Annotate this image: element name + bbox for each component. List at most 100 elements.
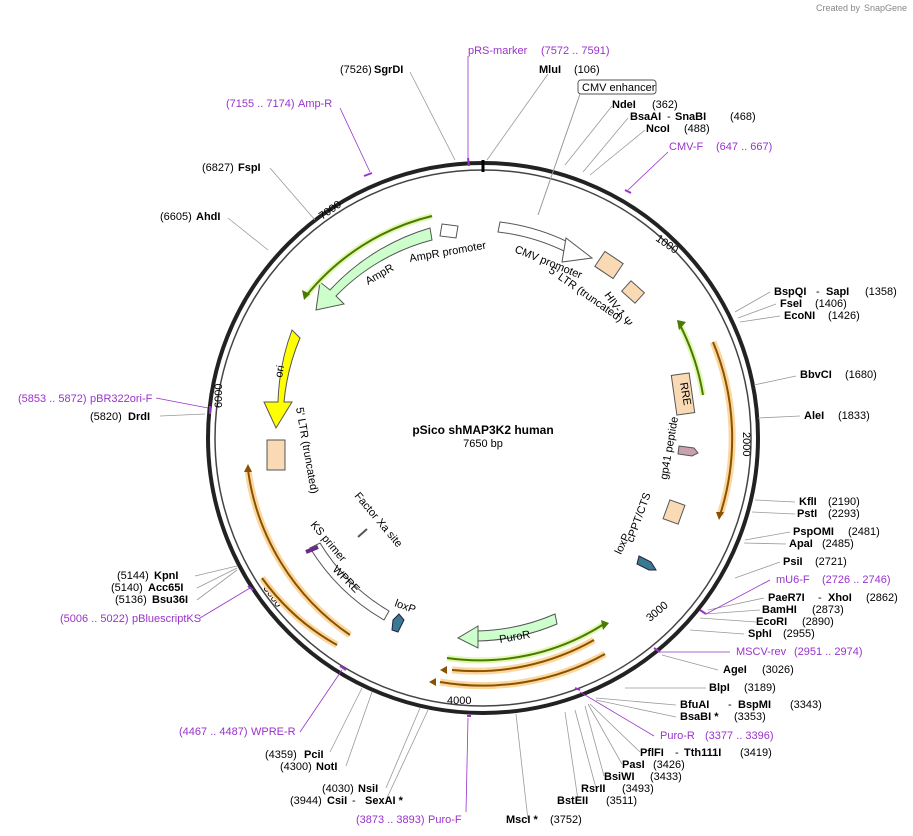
site-apai: ApaI — [789, 538, 813, 550]
site-pspomi: PspOMI — [793, 526, 834, 538]
cmv-promoter-arrow — [497, 221, 569, 253]
site-sexai: SexAI * — [365, 795, 404, 807]
primer-mark-cmvf — [624, 189, 632, 194]
primer-mscv-range: (2951 .. 2974) — [794, 646, 863, 658]
orange-arc-left2 — [261, 577, 338, 646]
cmv-promoter-head — [561, 237, 594, 263]
site-ndei-pos: (362) — [652, 99, 678, 111]
site-bfuai: BfuAI — [680, 699, 709, 711]
site-alei: AleI — [804, 410, 824, 422]
primer-purof: Puro-F — [428, 814, 462, 826]
green-arc-right-head — [677, 320, 686, 330]
orange-arc-right — [712, 341, 734, 516]
site-ndei: NdeI — [612, 99, 636, 111]
site-sapi: SapI — [826, 286, 849, 298]
site-paer7i: PaeR7I — [768, 592, 805, 604]
primer-wpre-range: (4467 .. 4487) — [179, 726, 248, 738]
wpre-arrow — [309, 542, 390, 621]
site-sgrdi: SgrDI — [374, 64, 403, 76]
site-sphi-pos: (2955) — [783, 628, 815, 640]
rre-box — [670, 372, 696, 416]
ampr-outer-arc — [305, 215, 433, 297]
site-mlui: MluI — [539, 64, 561, 76]
site-bsteii: BstEII — [557, 795, 588, 807]
site-mlui-pos: (106) — [574, 64, 600, 76]
site-noti: NotI — [316, 761, 337, 773]
site-bsaai-pos: (468) — [730, 111, 756, 123]
ampr-arrow — [315, 227, 433, 311]
puror-arrow-head — [456, 625, 479, 649]
site-msci-pos: (3752) — [550, 814, 582, 826]
ltr5-top-box — [594, 250, 624, 280]
primer-pbks-range: (5006 .. 5022) — [60, 613, 129, 625]
loxp-left-shape — [391, 613, 405, 633]
site-bamhi: BamHI — [762, 604, 797, 616]
site-bspqi-pos: (1358) — [865, 286, 897, 298]
primer-wpre: WPRE-R — [251, 726, 296, 738]
site-kpni-pos: (5144) — [117, 570, 149, 582]
site-bsiwi-pos: (3433) — [650, 771, 682, 783]
orange-arc-bottom1 — [451, 639, 595, 673]
factor-xa-label: Factor Xa site — [352, 490, 405, 550]
site-bsaai-sep: - — [667, 111, 671, 123]
ori-label: ori — [273, 364, 287, 378]
primer-pbr-range: (5853 .. 5872) — [18, 393, 87, 405]
site-pflfi: PflFI — [640, 747, 664, 759]
primer-cmvf: CMV-F — [669, 141, 704, 153]
site-bsiwi: BsiWI — [604, 771, 635, 783]
gp41-label: gp41 peptide — [658, 416, 681, 481]
orange-arc-right-head — [716, 512, 724, 520]
site-msci: MscI * — [506, 814, 539, 826]
site-tth111i: Tth111I — [684, 747, 721, 759]
site-pasi-pos: (3426) — [653, 759, 685, 771]
primer-mu6f: mU6-F — [776, 574, 810, 586]
site-acc65i-pos: (5140) — [111, 582, 143, 594]
map-title: pSico shMAP3K2 human — [412, 423, 553, 437]
site-fspi: FspI — [238, 162, 261, 174]
site-ahdi-pos: (6605) — [160, 211, 192, 223]
primer-labels: pRS-marker (7572 .. 7591) (7155 .. 7174)… — [18, 45, 891, 826]
primer-purof-range: (3873 .. 3893) — [356, 814, 425, 826]
primer-mark-prs — [467, 157, 470, 167]
primer-mscv: MSCV-rev — [736, 646, 787, 658]
site-pcii: PciI — [304, 749, 324, 761]
site-bbvci-pos: (1680) — [845, 369, 877, 381]
site-econi-pos: (1426) — [828, 310, 860, 322]
site-pflfi-pos: (3419) — [740, 747, 772, 759]
site-paer7i-pos: (2862) — [866, 592, 898, 604]
site-blpi-pos: (3189) — [744, 682, 776, 694]
site-acc65i: Acc65I — [148, 582, 183, 594]
site-agei-pos: (3026) — [762, 664, 794, 676]
site-pasi: PasI — [622, 759, 645, 771]
site-bspqi: BspQI — [774, 286, 806, 298]
site-nsii-pos: (4030) — [322, 783, 354, 795]
site-bspmi: BspMI — [738, 699, 771, 711]
site-psii-pos: (2721) — [815, 556, 847, 568]
site-noti-pos: (4300) — [280, 761, 312, 773]
orange-arc-bottom1-head — [440, 666, 447, 674]
site-bsaai: BsaAI — [630, 111, 661, 123]
primer-mark-pbks — [247, 585, 254, 591]
site-bsu36i: Bsu36I — [152, 594, 188, 606]
green-arc-right — [679, 324, 704, 396]
orange-arc-bottom2 — [439, 653, 606, 687]
loxp-right-shape — [636, 555, 657, 571]
primer-prs-marker-range: (7572 .. 7591) — [541, 45, 610, 57]
site-kfli: KflI — [799, 496, 817, 508]
site-bfuai-sep: - — [728, 699, 732, 711]
site-csii: CsiI — [327, 795, 347, 807]
site-bfuai-pos: (3343) — [790, 699, 822, 711]
site-alei-pos: (1833) — [838, 410, 870, 422]
rre-label: RRE — [677, 381, 693, 406]
ampr-promoter-shape — [439, 223, 459, 239]
site-bsabi-pos: (3353) — [734, 711, 766, 723]
site-csii-sep: - — [352, 795, 356, 807]
puror-label: PuroR — [498, 629, 531, 646]
site-rsrii-pos: (3493) — [622, 783, 654, 795]
primer-mark-wpre — [339, 665, 347, 671]
primer-pbr: pBR322ori-F — [90, 393, 153, 405]
site-fspi-pos: (6827) — [202, 162, 234, 174]
site-sgrdi-pos: (7526) — [340, 64, 372, 76]
site-ahdi: AhdI — [196, 211, 220, 223]
